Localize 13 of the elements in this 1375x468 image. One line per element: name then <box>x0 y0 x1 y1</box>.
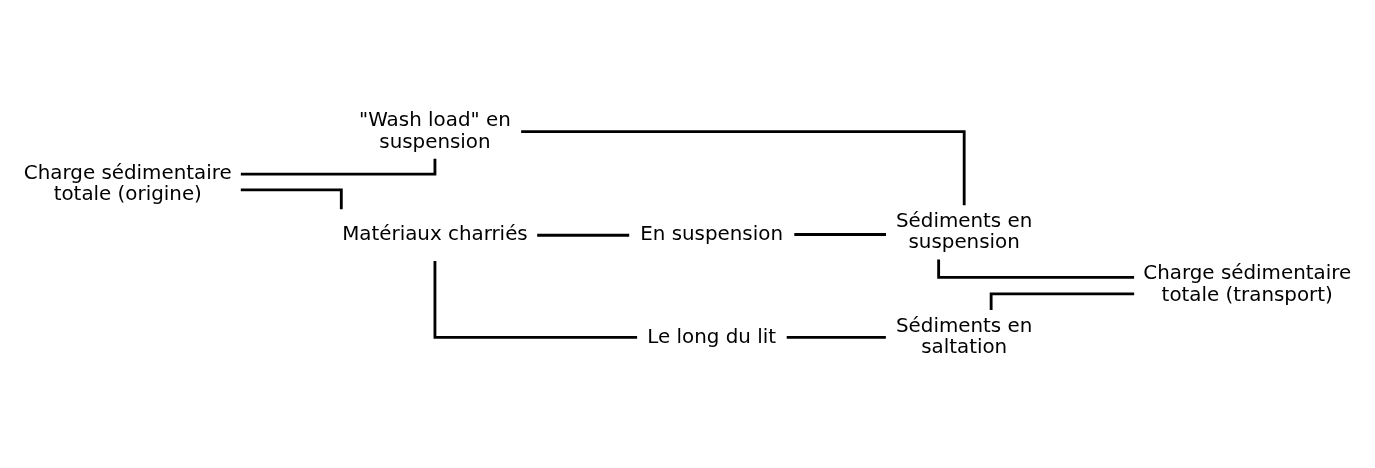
node-text: Matériaux charriés <box>342 221 528 245</box>
node-text: Charge sédimentaire totale (transport) <box>1143 260 1352 306</box>
connector <box>433 260 638 339</box>
connector <box>786 335 886 339</box>
node-text: Charge sédimentaire totale (origine) <box>23 160 232 205</box>
node-text: En suspension <box>640 221 783 245</box>
connector <box>794 232 886 236</box>
connector <box>537 233 630 237</box>
node-text: Sédiments en suspension <box>896 208 1033 253</box>
connector <box>521 129 966 205</box>
node-text: Sédiments en saltation <box>896 313 1033 358</box>
node-text: "Wash load" en suspension <box>359 107 511 153</box>
node-text: Le long du lit <box>647 324 776 348</box>
